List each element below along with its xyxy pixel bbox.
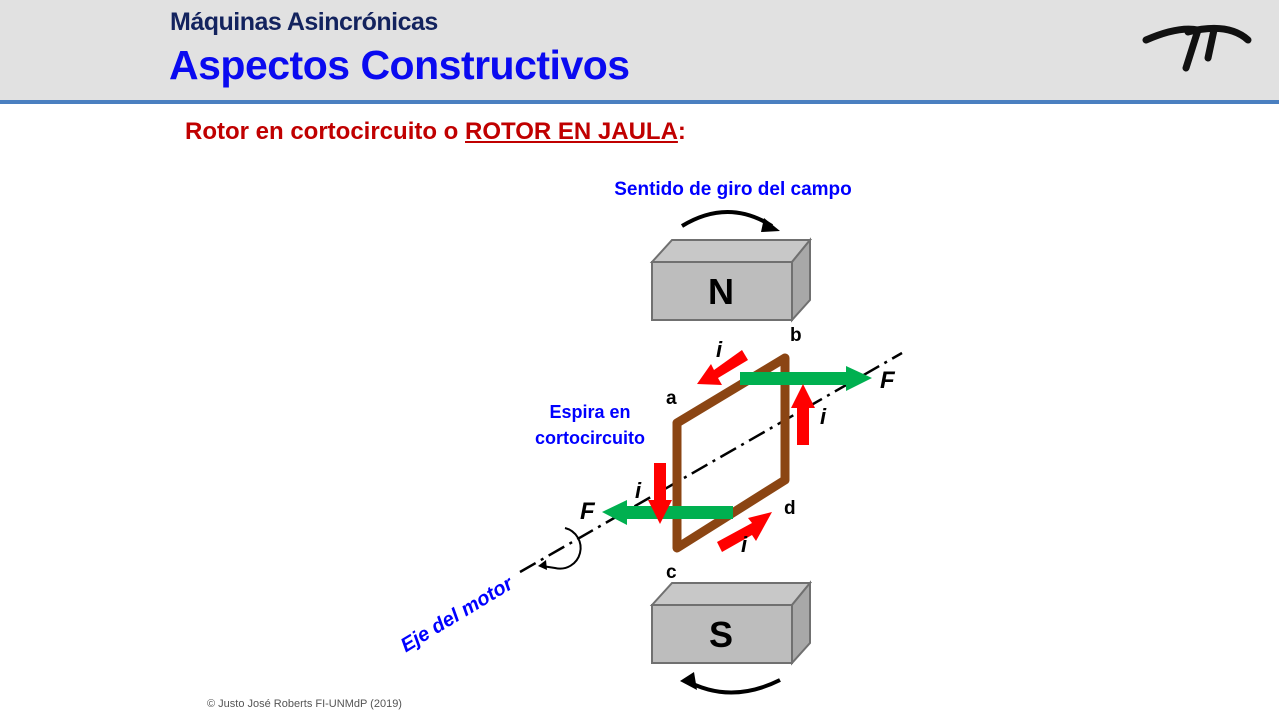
current-label: i — [635, 478, 642, 503]
slide-subtitle: Máquinas Asincrónicas — [170, 8, 438, 36]
current-label: i — [741, 532, 748, 557]
south-label: S — [709, 614, 733, 655]
motor-axis-line — [519, 351, 903, 574]
corner-a-label: a — [666, 388, 677, 409]
force-label: F — [580, 498, 596, 525]
north-pole-magnet: N — [649, 237, 813, 323]
field-rotation-label: Sentido de giro del campo — [614, 179, 852, 200]
arrowhead-icon — [680, 672, 697, 690]
arrowhead-icon — [761, 218, 780, 232]
rotation-arrow-top-icon — [680, 210, 774, 228]
current-label: i — [716, 337, 723, 362]
rotation-arrow-bottom-icon — [684, 678, 781, 695]
current-label: i — [820, 404, 827, 429]
university-logo-icon — [1142, 24, 1252, 72]
corner-d-label: d — [784, 498, 796, 519]
corner-b-label: b — [790, 325, 802, 346]
south-pole-magnet: S — [649, 580, 813, 666]
axis-label: Eje del motor — [397, 572, 518, 657]
axis-rotation-icon — [541, 527, 582, 570]
force-label: F — [880, 367, 896, 394]
current-arrows — [648, 350, 815, 552]
loop-label-line1: Espira en — [549, 402, 630, 422]
heading-suffix: : — [677, 118, 686, 145]
slide-title: Aspectos Constructivos — [169, 42, 630, 88]
corner-c-label: c — [666, 562, 677, 583]
heading-emphasis: ROTOR EN JAULA — [465, 118, 678, 145]
force-arrows — [602, 366, 872, 525]
heading-prefix: Rotor en cortocircuito o — [185, 118, 466, 145]
north-label: N — [708, 271, 734, 312]
short-circuit-loop — [672, 353, 790, 553]
loop-label-line2: cortocircuito — [535, 428, 645, 448]
slide-header: Máquinas Asincrónicas Aspectos Construct… — [0, 0, 1279, 104]
section-heading: Rotor en cortocircuito o ROTOR EN JAULA: — [185, 118, 686, 146]
copyright-footer: © Justo José Roberts FI-UNMdP (2019) — [207, 698, 402, 710]
